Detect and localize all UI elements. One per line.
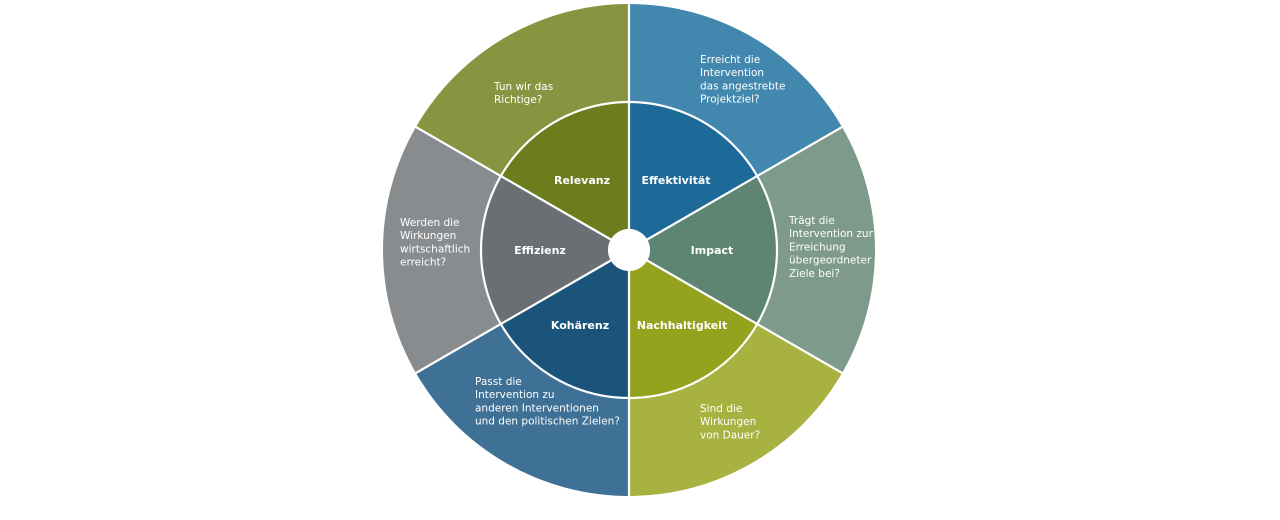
outer-ring <box>383 4 875 496</box>
divider-line <box>646 126 843 241</box>
outer-segment-nachhaltigkeit <box>629 324 843 496</box>
segment-dividers <box>415 4 843 496</box>
label-relevanz: Relevanz <box>554 174 610 187</box>
question-line: Intervention <box>700 67 764 79</box>
label-effizienz: Effizienz <box>514 244 566 257</box>
question-line: erreicht? <box>400 257 446 269</box>
question-line: Intervention zu <box>475 389 555 401</box>
divider-line <box>415 126 612 241</box>
question-line: wirtschaftlich <box>400 243 470 255</box>
outer-segment-relevanz <box>415 4 629 176</box>
inner-segment-effektivitaet <box>629 102 758 240</box>
inner-ring-border <box>479 100 779 400</box>
inner-segment-impact <box>647 176 777 324</box>
question-line: anderen Interventionen <box>475 402 599 414</box>
inner-segment-relevanz <box>500 102 629 240</box>
question-line: Intervention zur <box>789 228 874 240</box>
question-line: Projektziel? <box>700 94 760 106</box>
inner-segment-effizienz <box>481 176 611 324</box>
question-line: Wirkungen <box>700 416 756 428</box>
question-line: Richtige? <box>494 94 542 106</box>
question-line: übergeordneter <box>789 255 872 267</box>
center-hub <box>608 229 650 271</box>
inner-segment-kohaerenz <box>500 260 629 398</box>
outer-segment-kohaerenz <box>415 324 629 496</box>
question-line: das angestrebte <box>700 80 786 92</box>
question-line: von Dauer? <box>700 429 760 441</box>
outer-segment-effizienz <box>383 127 501 373</box>
inner-segment-nachhaltigkeit <box>629 260 758 398</box>
label-impact: Impact <box>691 244 734 257</box>
inner-ring <box>481 102 777 398</box>
question-line: Passt die <box>475 376 522 388</box>
question-line: und den politischen Zielen? <box>475 416 620 428</box>
label-kohaerenz: Kohärenz <box>551 319 609 332</box>
label-nachhaltigkeit: Nachhaltigkeit <box>637 319 727 332</box>
label-effektivitaet: Effektivität <box>641 174 710 187</box>
question-line: Werden die <box>400 217 460 229</box>
question-line: Tun wir das <box>493 81 553 93</box>
outer-segment-impact <box>757 127 875 373</box>
question-line: Ziele bei? <box>789 268 840 280</box>
question-line: Trägt die <box>788 215 835 227</box>
question-line: Sind die <box>700 403 742 415</box>
divider-line <box>415 259 612 374</box>
outer-segment-effektivitaet <box>629 4 843 176</box>
question-line: Erreicht die <box>700 54 760 66</box>
question-line: Erreichung <box>789 241 846 253</box>
divider-line <box>646 259 843 374</box>
question-line: Wirkungen <box>400 230 456 242</box>
